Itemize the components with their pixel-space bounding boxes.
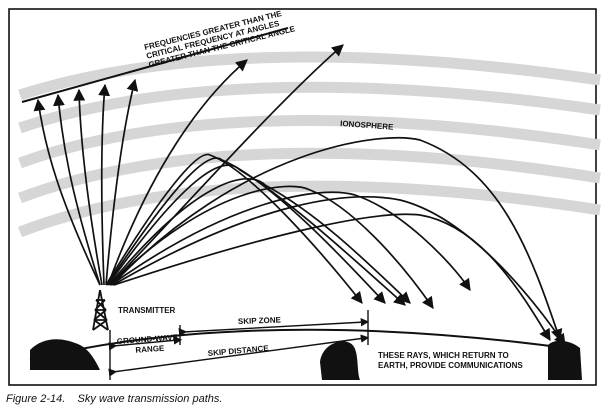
skip-distance-arrow bbox=[108, 334, 370, 377]
upper-limit-line bbox=[21, 27, 289, 103]
returning-rays bbox=[105, 136, 566, 346]
return-label-line2: EARTH, PROVIDE COMMUNICATIONS bbox=[378, 361, 523, 370]
figure-title: Sky wave transmission paths. bbox=[77, 393, 223, 405]
svg-text:GROUND-WAVE RANGE: GROUND-WAVE RANGE bbox=[117, 333, 182, 356]
figure-caption: Figure 2-14. Sky wave transmission paths… bbox=[6, 393, 222, 405]
figure-frame bbox=[8, 8, 597, 386]
ground-wave-label-line1: GROUND-WAVE bbox=[117, 333, 179, 346]
skip-distance-label: SKIP DISTANCE bbox=[207, 344, 269, 358]
middle-terrain bbox=[320, 341, 360, 380]
escaping-rays bbox=[33, 44, 344, 286]
skip-zone-arrow bbox=[178, 318, 370, 337]
transmitter-tower bbox=[92, 289, 109, 331]
figure-number: Figure 2-14. bbox=[6, 393, 66, 405]
transmitter-label: TRANSMITTER bbox=[118, 306, 176, 315]
left-terrain bbox=[30, 339, 100, 370]
right-terrain bbox=[548, 340, 582, 380]
ionosphere-label: IONOSPHERE bbox=[340, 119, 395, 132]
return-label-line1: THESE RAYS, WHICH RETURN TO bbox=[378, 351, 509, 360]
ionosphere-bands bbox=[18, 51, 601, 238]
svg-text:THESE RAYS, WHICH RETURN TO: THESE RAYS, WHICH RETURN TO EARTH, PROVI… bbox=[378, 351, 523, 370]
distance-markers bbox=[108, 310, 370, 380]
skip-zone-label: SKIP ZONE bbox=[238, 315, 282, 326]
ground-wave-label-line2: RANGE bbox=[135, 344, 165, 355]
